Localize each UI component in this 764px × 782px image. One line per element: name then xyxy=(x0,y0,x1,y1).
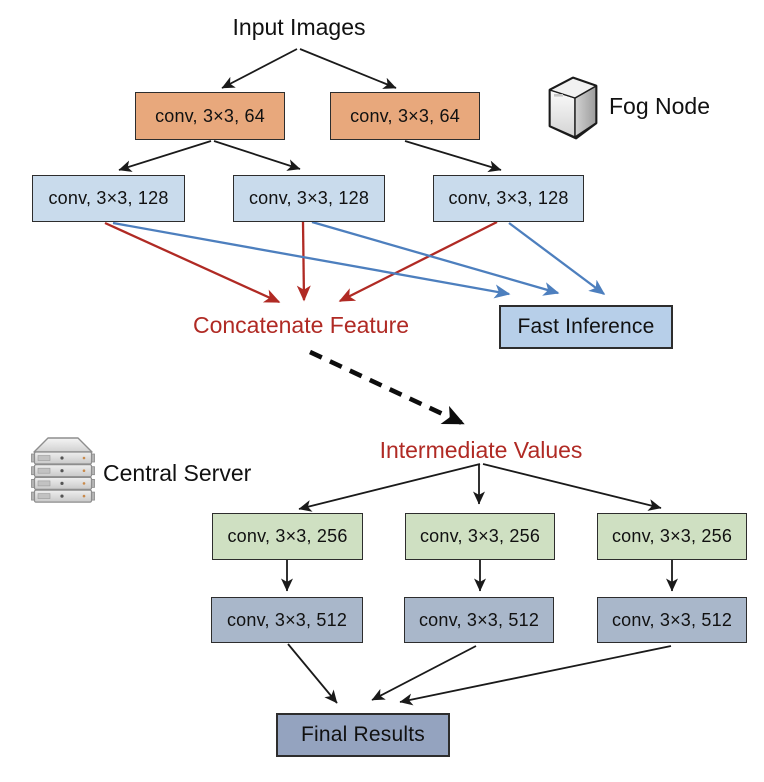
fog-node-label: Fog Node xyxy=(609,93,711,119)
arrow-conv64-2-to-conv128-3 xyxy=(404,140,502,173)
fog-node-icon xyxy=(548,76,598,140)
conv128-box-2: conv, 3×3, 128 xyxy=(233,175,385,222)
conv512-box-2: conv, 3×3, 512 xyxy=(404,597,554,643)
arrow-conv64-1-to-conv128-2 xyxy=(213,140,301,171)
arrow-conv128-3-to-concat xyxy=(338,220,498,303)
arrow-conv128-2-to-concat xyxy=(296,221,311,302)
conv256-box-1: conv, 3×3, 256 xyxy=(212,513,363,560)
arrow-conv512-2-to-final xyxy=(371,645,477,701)
arrow-conv128-3-to-inference xyxy=(508,222,606,295)
server-unit xyxy=(31,464,95,478)
input-images-label: Input Images xyxy=(232,14,366,40)
offload-dashed-arrow xyxy=(309,349,465,426)
conv512-box-1: conv, 3×3, 512 xyxy=(211,597,363,643)
fast-inference-box: Fast Inference xyxy=(499,305,673,349)
final-results-box: Final Results xyxy=(276,713,450,757)
central-server-label: Central Server xyxy=(103,460,252,486)
server-layer-connectors xyxy=(281,463,678,706)
server-unit xyxy=(31,451,95,465)
intermediate-values-label: Intermediate Values xyxy=(379,437,583,463)
conv128-box-3: conv, 3×3, 128 xyxy=(433,175,584,222)
arrow-conv512-3-to-final xyxy=(399,645,672,706)
server-unit xyxy=(31,489,95,503)
arrow-conv128-1-to-concat xyxy=(104,221,281,304)
conv128-box-1: conv, 3×3, 128 xyxy=(32,175,185,222)
arrow-conv64-1-to-conv128-1 xyxy=(118,140,212,172)
conv512-box-3: conv, 3×3, 512 xyxy=(597,597,747,643)
concatenate-feature-label: Concatenate Feature xyxy=(192,312,410,338)
fog-layer-connectors xyxy=(118,48,502,173)
blue-inference-connectors xyxy=(112,220,606,299)
server-rack-icon xyxy=(31,437,95,503)
conv256-box-2: conv, 3×3, 256 xyxy=(405,513,555,560)
arrow-input-to-conv64-1 xyxy=(221,48,298,89)
arrow-conv128-2-to-inference xyxy=(311,220,560,296)
conv64-box-1: conv, 3×3, 64 xyxy=(135,92,285,140)
arrow-intermediate-to-conv256-1 xyxy=(298,463,481,512)
arrow-conv512-1-to-final xyxy=(287,643,338,704)
arrow-conv128-1-to-inference xyxy=(112,221,511,299)
conv256-box-3: conv, 3×3, 256 xyxy=(597,513,747,560)
arrow-intermediate-to-conv256-3 xyxy=(482,463,662,511)
red-concat-connectors xyxy=(104,220,498,304)
arrow-input-to-conv64-2 xyxy=(299,48,397,89)
server-unit xyxy=(31,476,95,491)
conv64-box-2: conv, 3×3, 64 xyxy=(330,92,480,140)
